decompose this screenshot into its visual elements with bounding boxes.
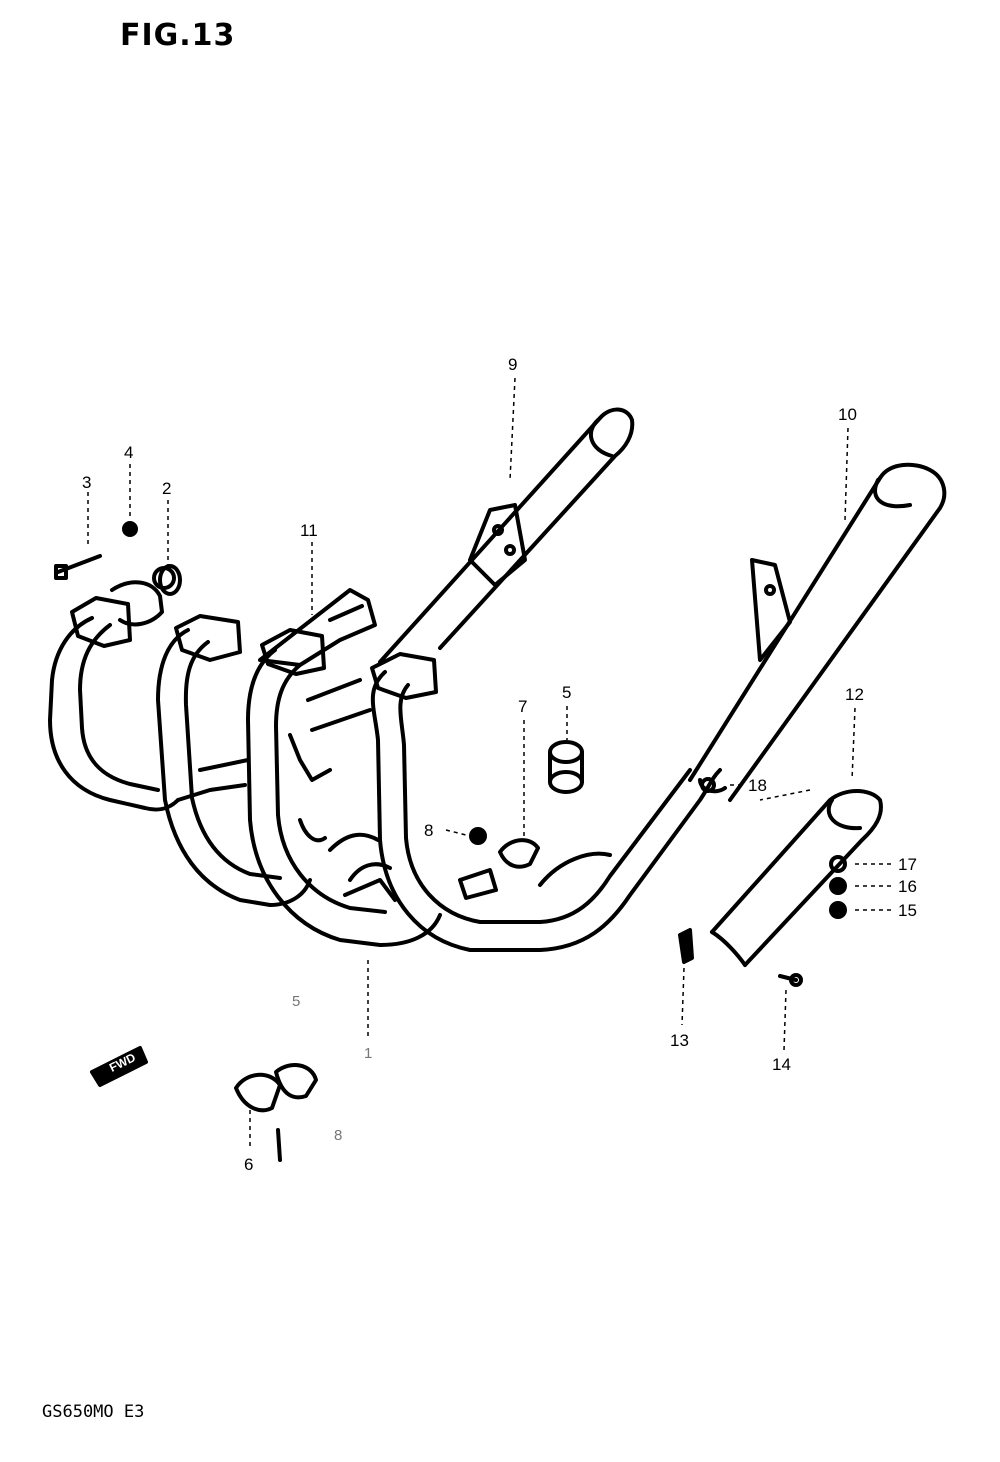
callout-10: 10 — [838, 405, 857, 424]
callout-14: 14 — [772, 1055, 791, 1074]
clamp-7 — [498, 838, 540, 869]
bolt-8 — [469, 827, 487, 845]
callout-labels: 3 4 2 11 9 10 12 5 7 8 18 17 16 15 13 14… — [82, 355, 917, 1174]
muffler-9 — [378, 407, 635, 664]
callout-7: 7 — [518, 697, 527, 716]
bushing-5 — [548, 740, 584, 794]
callout-13: 13 — [670, 1031, 689, 1050]
exhaust-pipe-2 — [156, 628, 312, 907]
callout-17: 17 — [898, 855, 917, 874]
callout-2: 2 — [162, 479, 171, 498]
callout-15: 15 — [898, 901, 917, 920]
nut-4 — [122, 521, 138, 537]
model-code: GS650MO E3 — [42, 1402, 145, 1422]
callout-9: 9 — [508, 355, 517, 374]
clamp-6 — [234, 1063, 318, 1162]
callout-5-lower: 5 — [292, 993, 300, 1010]
balance-pipes — [176, 678, 397, 902]
callout-4: 4 — [124, 443, 133, 462]
callout-8-upper: 8 — [424, 821, 433, 840]
callout-8-lower: 8 — [334, 1127, 342, 1144]
callout-3: 3 — [82, 473, 91, 492]
fasteners-15-18 — [678, 777, 847, 987]
figure-title: FIG.13 — [120, 18, 236, 53]
callout-11: 11 — [300, 521, 318, 540]
leader-lines — [87, 377, 892, 1150]
callout-1: 1 — [364, 1045, 372, 1062]
callout-18: 18 — [748, 776, 767, 795]
forward-arrow-icon — [90, 1046, 148, 1087]
muffler-10 — [688, 462, 947, 802]
bolt-3 — [54, 554, 102, 580]
exhaust-pipe-4 — [370, 670, 722, 952]
callout-5-upper: 5 — [562, 683, 571, 702]
gasket-2 — [158, 564, 182, 596]
callout-6: 6 — [244, 1155, 253, 1174]
bracket-11 — [258, 588, 377, 667]
callout-12: 12 — [845, 685, 864, 704]
heat-shield-12 — [710, 789, 883, 967]
exhaust-pipe-3 — [246, 648, 442, 947]
callout-16: 16 — [898, 877, 917, 896]
